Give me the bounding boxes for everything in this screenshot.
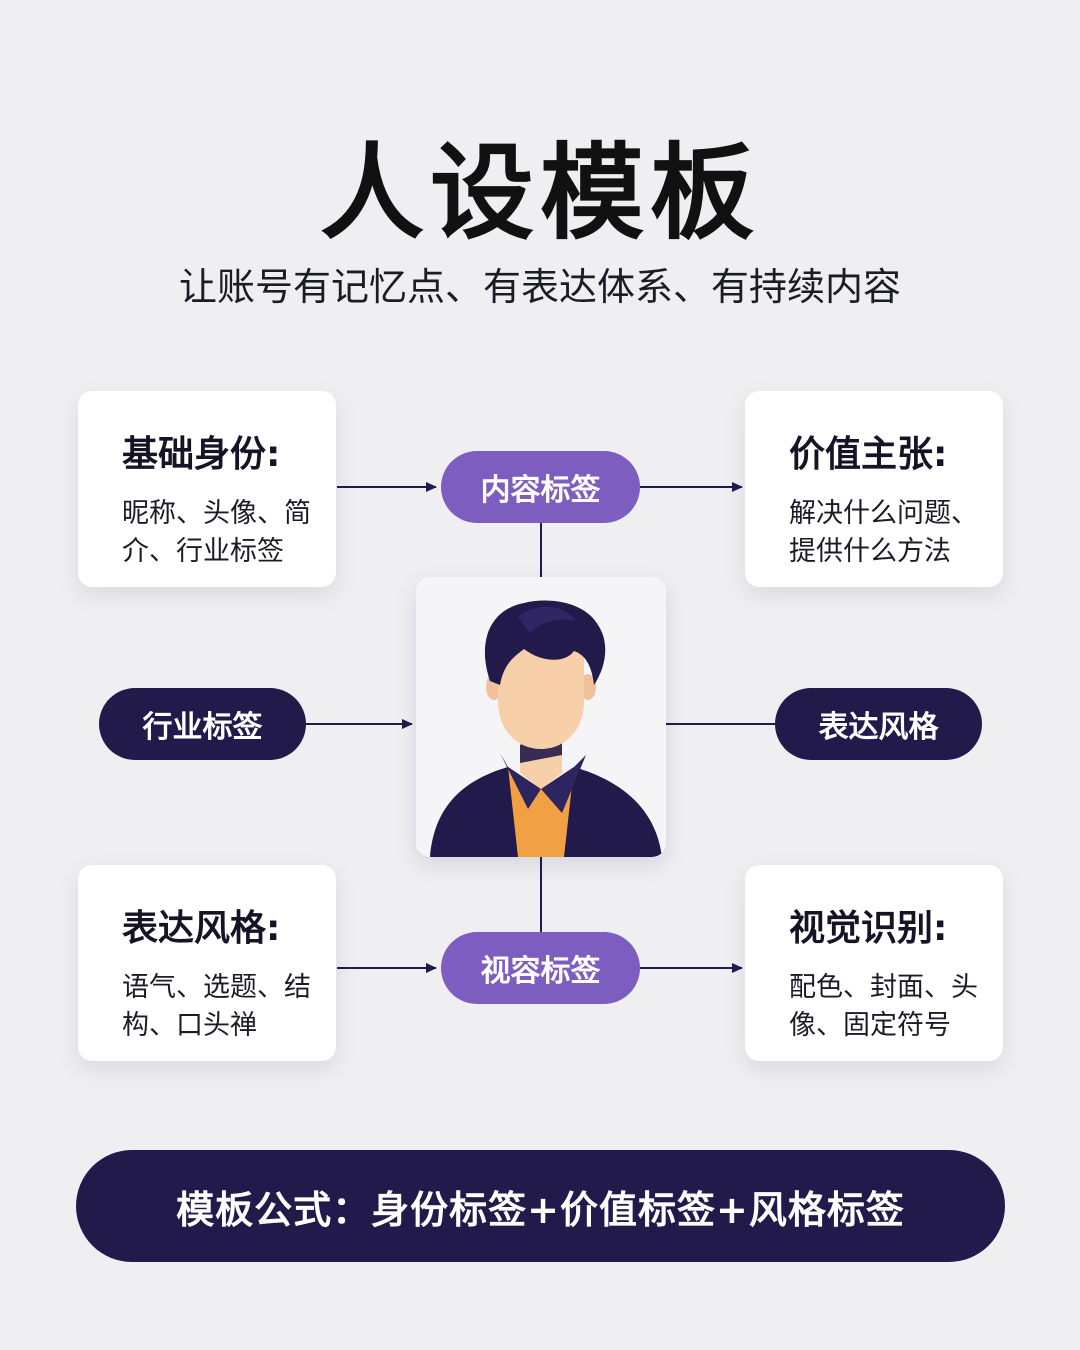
- card-value-proposition: 价值主张: 解决什么问题、提供什么方法: [745, 391, 1003, 587]
- card-body: 语气、选题、结构、口头禅: [122, 972, 311, 1041]
- card-title: 价值主张:: [789, 434, 948, 475]
- pill-visual-tag: 视容标签: [441, 932, 640, 1004]
- person-avatar-icon: [430, 600, 662, 857]
- pill-content-tag: 内容标签: [441, 451, 640, 523]
- card-expression-style: 表达风格: 语气、选题、结构、口头禅: [78, 865, 336, 1061]
- page-subtitle: 让账号有记忆点、有表达体系、有持续内容: [178, 265, 901, 309]
- card-title: 基础身份:: [122, 434, 281, 475]
- formula-bar: 模板公式：身份标签+价值标签+风格标签: [76, 1150, 1005, 1262]
- card-body: 解决什么问题、提供什么方法: [789, 498, 978, 567]
- pill-industry-tag: 行业标签: [99, 688, 306, 760]
- card-title: 表达风格:: [122, 908, 281, 949]
- card-title: 视觉识别:: [789, 908, 948, 949]
- card-visual-identity: 视觉识别: 配色、封面、头像、固定符号: [745, 865, 1003, 1061]
- avatar-card: [416, 577, 666, 857]
- card-body: 配色、封面、头像、固定符号: [789, 972, 978, 1041]
- card-body: 昵称、头像、简介、行业标签: [122, 498, 311, 567]
- page-title: 人设模板: [319, 132, 760, 254]
- card-basic-identity: 基础身份: 昵称、头像、简介、行业标签: [78, 391, 336, 587]
- pill-expression-style: 表达风格: [775, 688, 982, 760]
